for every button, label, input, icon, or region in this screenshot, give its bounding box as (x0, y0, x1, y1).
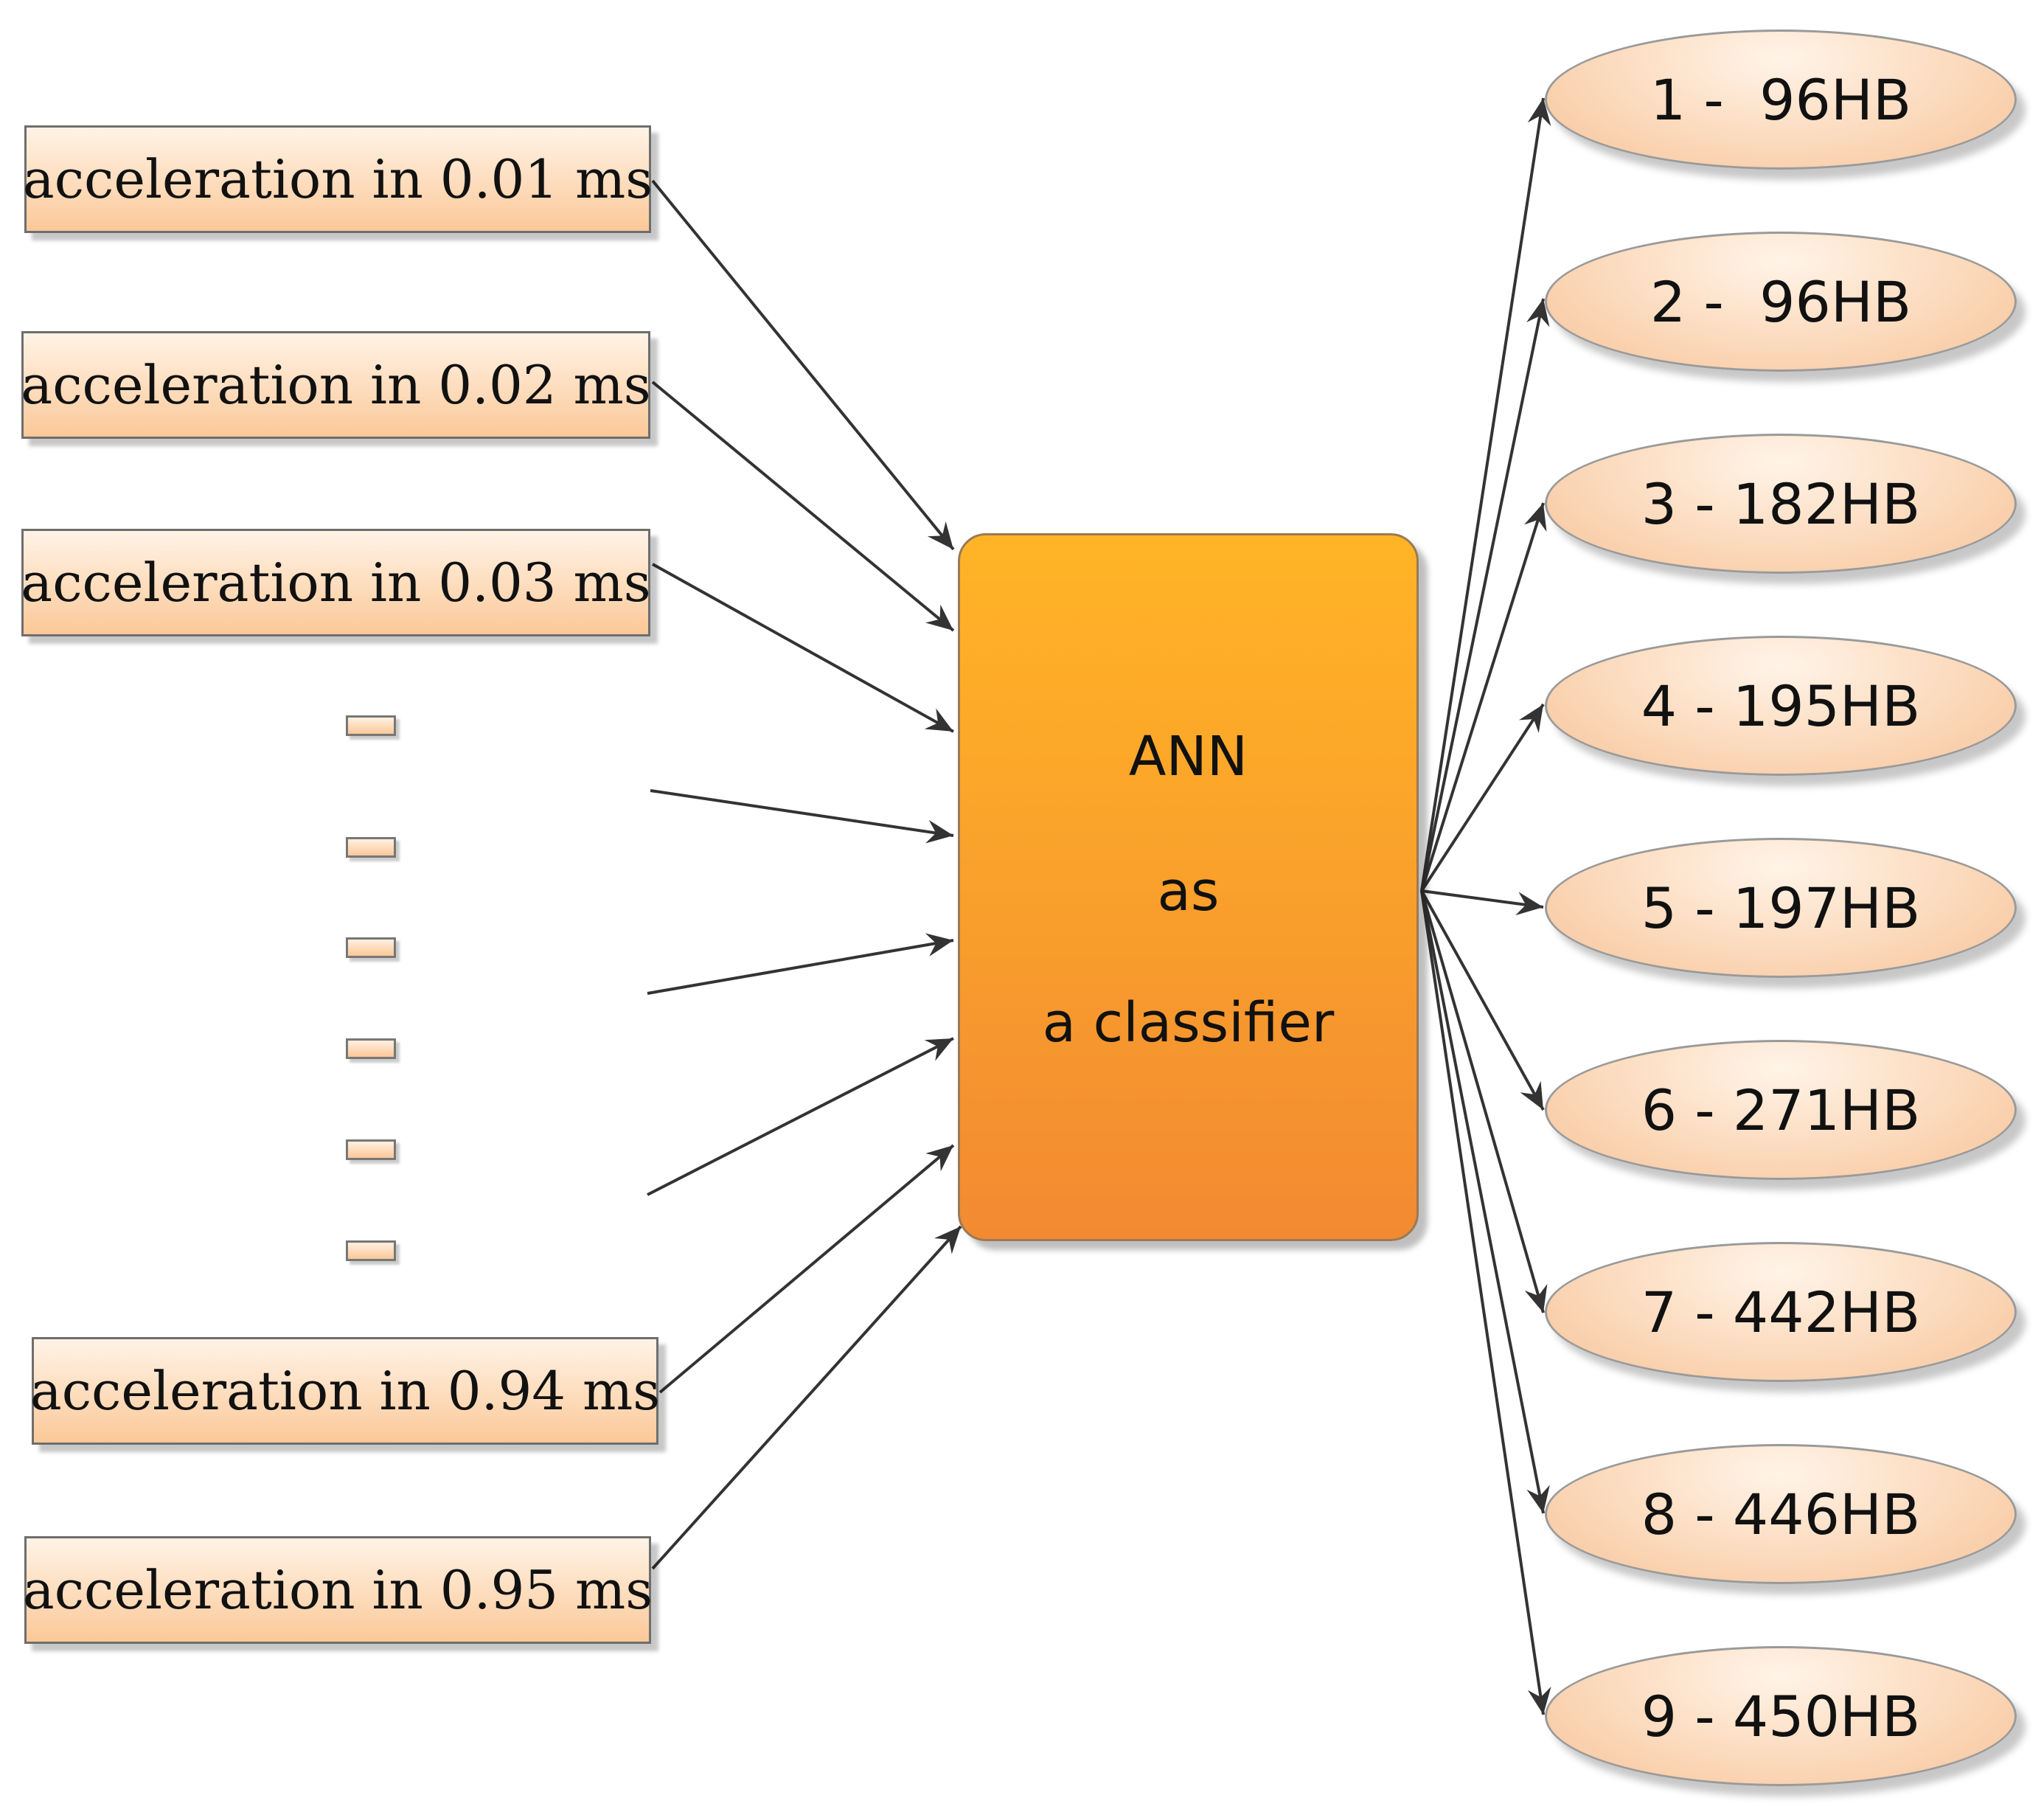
output-node-7: 7 - 442HB (1545, 1242, 2017, 1382)
output-node-5: 5 - 197HB (1545, 838, 2017, 978)
output-arrow-6 (1420, 890, 1545, 1111)
ellipsis-marker (346, 715, 396, 736)
input-box-0.95ms: acceleration in 0.95 ms (22, 1536, 653, 1644)
output-arrow-9 (1420, 890, 1551, 1715)
output-arrow-3 (1420, 502, 1547, 892)
output-node-8: 8 - 446HB (1545, 1444, 2017, 1584)
output-arrow-7 (1420, 890, 1548, 1313)
output-arrow-4 (1420, 703, 1545, 892)
output-node-9: 9 - 450HB (1545, 1646, 2017, 1786)
input-arrow-6 (647, 1037, 954, 1196)
output-arrow-5 (1421, 889, 1544, 916)
input-arrow-2 (651, 381, 955, 632)
ellipsis-marker (346, 1038, 396, 1059)
classifier-subtitle: a classifier (1042, 991, 1335, 1055)
ellipsis-marker (346, 837, 396, 858)
output-arrow-1 (1420, 97, 1551, 892)
input-box-0.94ms: acceleration in 0.94 ms (29, 1337, 661, 1445)
ellipsis-marker (346, 1240, 396, 1261)
output-node-4: 4 - 195HB (1545, 636, 2017, 776)
input-box-0.02ms: acceleration in 0.02 ms (21, 331, 651, 439)
input-arrow-3 (652, 563, 954, 733)
input-arrow-7 (658, 1144, 955, 1394)
ellipsis-marker (346, 1139, 396, 1160)
input-arrow-5 (647, 933, 954, 995)
input-label: acceleration in 0.03 ms (21, 552, 651, 614)
input-label: acceleration in 0.02 ms (21, 354, 651, 416)
classifier-subtitle-as: as (1157, 860, 1220, 923)
output-node-1: 1 - 96HB (1545, 29, 2017, 170)
ann-classifier-box: ANN as a classifier (958, 533, 1419, 1241)
input-label: acceleration in 0.01 ms (22, 148, 653, 210)
input-label: acceleration in 0.95 ms (22, 1559, 653, 1621)
output-arrow-2 (1420, 298, 1550, 892)
output-node-2: 2 - 96HB (1545, 232, 2017, 372)
classifier-title: ANN (1128, 725, 1248, 788)
input-arrow-8 (651, 1225, 962, 1570)
output-arrow-8 (1420, 890, 1550, 1514)
input-box-0.01ms: acceleration in 0.01 ms (22, 125, 653, 233)
input-label: acceleration in 0.94 ms (29, 1360, 661, 1422)
output-node-3: 3 - 182HB (1545, 434, 2017, 574)
input-arrow-1 (651, 179, 955, 551)
input-box-0.03ms: acceleration in 0.03 ms (21, 529, 651, 636)
ellipsis-marker (346, 937, 396, 958)
input-arrow-4 (650, 789, 954, 844)
output-node-6: 6 - 271HB (1545, 1040, 2017, 1180)
